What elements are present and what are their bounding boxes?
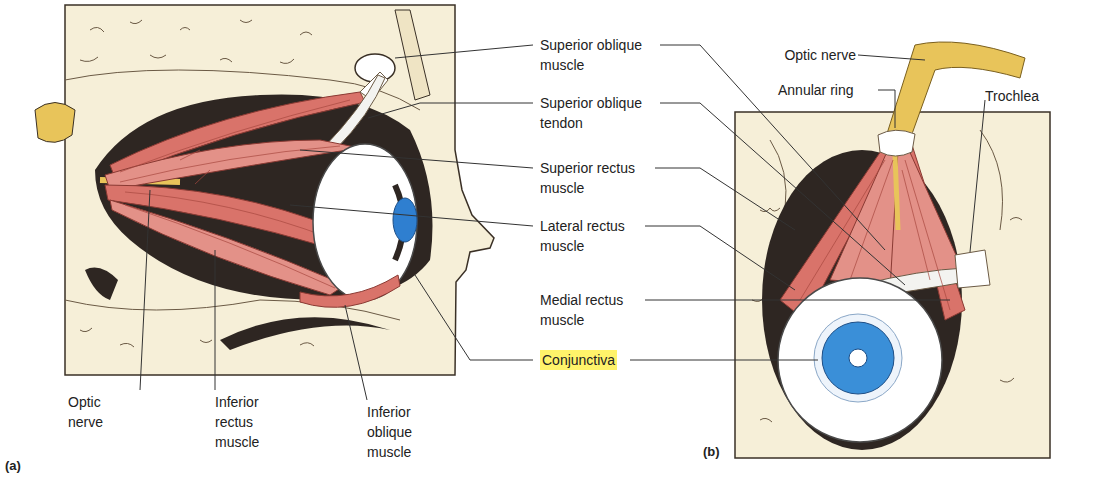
panel-letter: (a) — [5, 456, 45, 476]
muscle-label: Lateral rectus muscle — [540, 216, 658, 256]
muscle-label: Medial rectus muscle — [540, 290, 658, 330]
lateral-view — [35, 5, 494, 375]
muscle-label: Superior rectus muscle — [540, 158, 658, 198]
membrane-label: Conjunctiva — [540, 350, 617, 370]
muscle-label: Superior oblique muscle — [540, 35, 658, 75]
nerve-label: Optic nerve — [68, 392, 128, 432]
leader-lines — [140, 45, 985, 400]
tendon-label: Superior oblique tendon — [540, 93, 658, 133]
front-view — [735, 42, 1050, 458]
ring-label: Annular ring — [778, 80, 878, 100]
nerve-label: Optic nerve — [768, 45, 856, 65]
muscle-label: Inferior rectus muscle — [215, 392, 285, 452]
pulley-label: Trochlea — [985, 86, 1065, 106]
muscle-label: Inferior oblique muscle — [367, 402, 437, 462]
panel-letter: (b) — [703, 442, 743, 462]
